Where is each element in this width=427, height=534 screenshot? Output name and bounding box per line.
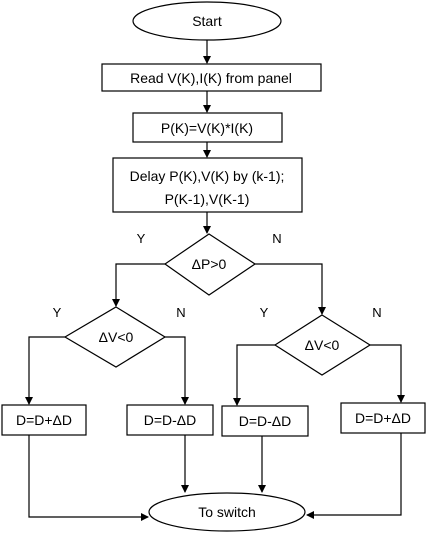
dv-right-no-label: N — [372, 305, 381, 320]
dv-right-yes-label: Y — [260, 305, 269, 320]
arrow-dp-no — [255, 263, 326, 315]
dp-yes-label: Y — [137, 231, 146, 246]
delay-label-line2: P(K-1),V(K-1) — [165, 191, 250, 207]
arrow-rr-end — [306, 433, 402, 519]
dp-decision-label: ΔP>0 — [192, 256, 227, 272]
dp-decision-node: ΔP>0 — [163, 233, 257, 296]
box-left-increase: D=D+ΔD — [1, 404, 87, 436]
dp-no-label: N — [272, 231, 281, 246]
box-right-decrease-label: D=D-ΔD — [239, 413, 292, 429]
dv-left-yes-label: Y — [53, 305, 62, 320]
arrow-dvr-yes — [233, 344, 275, 406]
end-label: To switch — [198, 504, 256, 520]
start-node: Start — [132, 1, 282, 41]
dv-left-no-label: N — [176, 305, 185, 320]
box-right-decrease: D=D-ΔD — [221, 405, 309, 437]
arrow-dp-yes — [112, 263, 165, 307]
box-left-decrease-label: D=D-ΔD — [144, 412, 197, 428]
box-left-increase-label: D=D+ΔD — [16, 412, 72, 428]
start-label: Start — [192, 13, 222, 29]
arrow-dvl-yes — [25, 336, 65, 405]
dv-left-decision-label: ΔV<0 — [99, 329, 134, 345]
box-right-increase: D=D+ΔD — [340, 402, 426, 434]
dv-right-decision-node: ΔV<0 — [273, 314, 372, 376]
box-right-increase-label: D=D+ΔD — [355, 410, 411, 426]
delay-label-line1: Delay P(K),V(K) by (k-1); — [130, 168, 285, 184]
arrow-dvr-no — [370, 344, 405, 403]
end-node: To switch — [148, 492, 306, 532]
power-node: P(K)=V(K)*I(K) — [132, 112, 283, 143]
arrow-dvl-no — [165, 336, 189, 405]
arrow-ll-end — [28, 435, 149, 521]
dv-left-decision-node: ΔV<0 — [63, 306, 167, 368]
delay-node: Delay P(K),V(K) by (k-1); P(K-1),V(K-1) — [112, 157, 303, 213]
read-label: Read V(K),I(K) from panel — [130, 70, 292, 86]
box-left-decrease: D=D-ΔD — [126, 404, 214, 436]
read-node: Read V(K),I(K) from panel — [101, 63, 322, 92]
power-label: P(K)=V(K)*I(K) — [161, 120, 253, 136]
dv-right-decision-label: ΔV<0 — [305, 337, 340, 353]
